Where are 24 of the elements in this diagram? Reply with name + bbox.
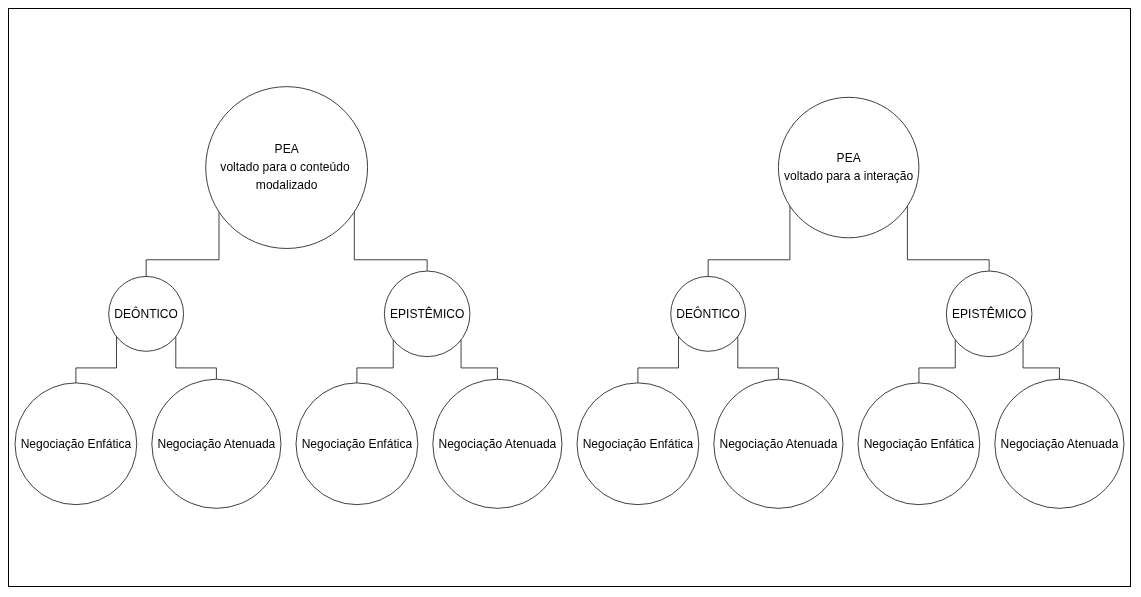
node-circle: Negociação Atenuada	[994, 378, 1125, 509]
node-circle: EPISTÊMICO	[384, 270, 471, 357]
connector	[737, 336, 779, 380]
connector	[175, 336, 217, 380]
node-circle: Negociação Atenuada	[713, 378, 844, 509]
connector	[1022, 339, 1060, 380]
node-circle: DEÔNTICO	[670, 276, 746, 352]
node-circle: Negociação Atenuada	[151, 378, 282, 509]
connector	[707, 205, 791, 277]
node-circle: Negociação Enfática	[295, 382, 419, 506]
node-circle: Negociação Enfática	[857, 382, 981, 506]
connector	[907, 205, 990, 272]
connector	[145, 211, 220, 277]
node-circle: PEA voltado para a interação	[778, 96, 920, 239]
connector	[918, 339, 956, 384]
node-circle: PEA voltado para o conteúdo modalizado	[205, 86, 368, 249]
node-circle: Negociação Atenuada	[432, 378, 563, 509]
connector	[356, 339, 394, 384]
node-circle: Negociação Enfática	[14, 382, 138, 506]
node-circle: DEÔNTICO	[108, 276, 184, 352]
connector	[460, 339, 498, 380]
connector	[353, 211, 428, 272]
node-circle: Negociação Enfática	[576, 382, 700, 506]
node-circle: EPISTÊMICO	[946, 270, 1033, 357]
